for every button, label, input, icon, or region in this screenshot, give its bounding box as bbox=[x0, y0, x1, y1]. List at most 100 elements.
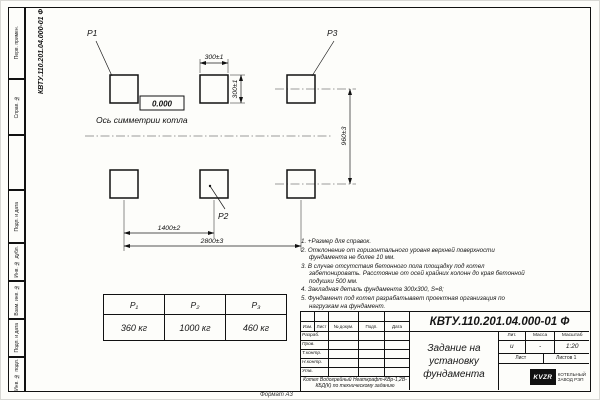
format-label: Формат А3 bbox=[260, 392, 293, 398]
foundation-plan: Р1 Р3 Р2 300±1 300±1 960±3 1400±2 2800±3… bbox=[85, 28, 356, 251]
tb-cell bbox=[359, 359, 385, 368]
note-4: 4. Закладная деталь фундамента 300х300, … bbox=[301, 286, 444, 294]
stamp-label: Справ. № bbox=[13, 95, 20, 119]
logo-caption-line1: КОТЕЛЬНЫЙ bbox=[557, 371, 586, 377]
load-table-header-p3: Р₃ bbox=[225, 294, 287, 315]
note-5: 5. Фундамент под котел разрабатывает про… bbox=[301, 294, 505, 310]
note-3: 3. В случае отсутствия бетонного пола пл… bbox=[301, 262, 525, 285]
tb-cell bbox=[329, 332, 359, 341]
leader-p3 bbox=[311, 40, 335, 77]
titleblock-title: Задание на установку фундамента bbox=[409, 332, 498, 390]
tb-cell bbox=[385, 350, 409, 359]
load-table-header-p2: Р₂ bbox=[164, 294, 226, 315]
massa-label: Масса bbox=[525, 332, 556, 341]
tb-cell bbox=[359, 312, 385, 322]
lit-label: Лит. bbox=[499, 332, 526, 341]
rev-izm: Изм. bbox=[301, 322, 315, 332]
tb-cell bbox=[359, 332, 385, 341]
label-p2: Р2 bbox=[218, 211, 229, 221]
stamp-inv-podl: Инв. № подл. bbox=[8, 357, 25, 392]
dim-960: 960±3 bbox=[341, 126, 348, 145]
titleblock-row-nkontr: Н.контр. bbox=[301, 359, 409, 368]
stamp-label: Подп. и дата bbox=[13, 323, 20, 353]
doc-number-vertical: КВТУ.110.201.04.000-01 Ф bbox=[33, 9, 49, 121]
logo-caption-line2: ЗАВОД РЭП bbox=[557, 377, 584, 382]
tb-cell bbox=[329, 368, 359, 377]
lit-value: и bbox=[499, 341, 526, 354]
axis-caption: Ось симметрии котла bbox=[96, 115, 188, 125]
pad-bottom-left bbox=[109, 169, 139, 199]
tb-cell bbox=[301, 312, 315, 322]
titleblock-row-razrab: Разраб. bbox=[301, 332, 409, 341]
kvzr-logo: KVZR bbox=[529, 369, 556, 385]
tb-cell bbox=[329, 312, 359, 322]
elevation-value: 0.000 bbox=[152, 100, 173, 109]
tb-cell bbox=[359, 368, 385, 377]
titleblock-row-utv: Утв. bbox=[301, 368, 409, 377]
leader-p2 bbox=[209, 185, 226, 210]
tb-cell bbox=[359, 341, 385, 350]
label-p3: Р3 bbox=[327, 28, 338, 38]
rev-docnum: № докум. bbox=[329, 322, 359, 332]
load-table-header-p1: Р₁ bbox=[103, 294, 165, 315]
tb-cell bbox=[385, 341, 409, 350]
tb-cell bbox=[329, 341, 359, 350]
stamp-empty bbox=[8, 135, 25, 190]
note-1: 1. +Размер для справок. bbox=[301, 238, 372, 245]
massa-value: - bbox=[525, 341, 556, 354]
stamp-sprav-no: Справ. № bbox=[8, 79, 25, 135]
stamp-perv-primen: Перв. примен. bbox=[8, 7, 25, 79]
dim-300-horizontal: 300±1 bbox=[205, 54, 224, 61]
stamp-label: Подп. и дата bbox=[13, 201, 20, 232]
tb-cell bbox=[385, 332, 409, 341]
stamp-vzam-inv: Взам. инв. № bbox=[8, 281, 25, 319]
dim-300-vertical: 300±1 bbox=[232, 79, 239, 98]
stamp-podp-data-2: Подп. и дата bbox=[8, 319, 25, 357]
load-table-value-p1: 360 кг bbox=[103, 314, 165, 341]
rev-list: Лист bbox=[315, 322, 329, 332]
tb-cell bbox=[359, 350, 385, 359]
row-label: Разраб. bbox=[301, 332, 329, 341]
titleblock-row-tkontr: Т.контр. bbox=[301, 350, 409, 359]
tb-cell bbox=[329, 350, 359, 359]
tb-cell bbox=[315, 312, 329, 322]
row-label: Утв. bbox=[301, 368, 329, 377]
load-table: Р₁ Р₂ Р₃ 360 кг 1000 кг 460 кг bbox=[103, 294, 287, 341]
doc-number-vertical-text: КВТУ.110.201.04.000-01 Ф bbox=[37, 9, 45, 95]
stamp-label: Взам. инв. № bbox=[13, 284, 20, 316]
notes-block: 1. +Размер для справок. 2. Отклонение от… bbox=[301, 238, 532, 311]
titleblock-logo-cell: KVZR КОТЕЛЬНЫЙ ЗАВОД РЭП bbox=[498, 364, 589, 390]
titleblock-row-prov: Пров. bbox=[301, 341, 409, 350]
rev-podp: Подп. bbox=[359, 322, 385, 332]
stamp-label: Инв. № подл. bbox=[13, 358, 20, 391]
label-p1: Р1 bbox=[87, 28, 98, 38]
tb-cell bbox=[329, 359, 359, 368]
row-label: Пров. bbox=[301, 341, 329, 350]
load-table-value-p3: 460 кг bbox=[225, 314, 287, 341]
pad-bottom-right bbox=[286, 169, 316, 199]
load-table-value-row: 360 кг 1000 кг 460 кг bbox=[103, 314, 287, 341]
dim-1400: 1400±2 bbox=[158, 225, 181, 232]
stamp-label: Перв. примен. bbox=[13, 26, 20, 60]
pad-top-middle bbox=[199, 74, 229, 104]
titleblock-lit-value-row: и-1:20 bbox=[498, 341, 589, 354]
note-2: 2. Отклонение от горизонтального уровня … bbox=[301, 246, 495, 262]
scale-label: Масштаб bbox=[555, 332, 589, 341]
row-label: Н.контр. bbox=[301, 359, 329, 368]
row-label: Т.контр. bbox=[301, 350, 329, 359]
titleblock-subtitle: Котел Водогрейный Неаткрафт-КВр-1,2В-КБД… bbox=[303, 376, 407, 389]
sheets-label: Листов 1 bbox=[543, 354, 589, 364]
tb-cell bbox=[385, 359, 409, 368]
stamp-podp-data-1: Подп. и дата bbox=[8, 190, 25, 243]
kvzr-logo-caption: КОТЕЛЬНЫЙ ЗАВОД РЭП bbox=[558, 372, 586, 382]
stamp-label: Инв. № дубл. bbox=[13, 246, 20, 278]
leader-p1 bbox=[95, 40, 113, 77]
titleblock-doc-number: КВТУ.110.201.04.000-01 Ф bbox=[409, 312, 589, 332]
tb-cell bbox=[385, 368, 409, 377]
load-table-value-p2: 1000 кг bbox=[164, 314, 226, 341]
